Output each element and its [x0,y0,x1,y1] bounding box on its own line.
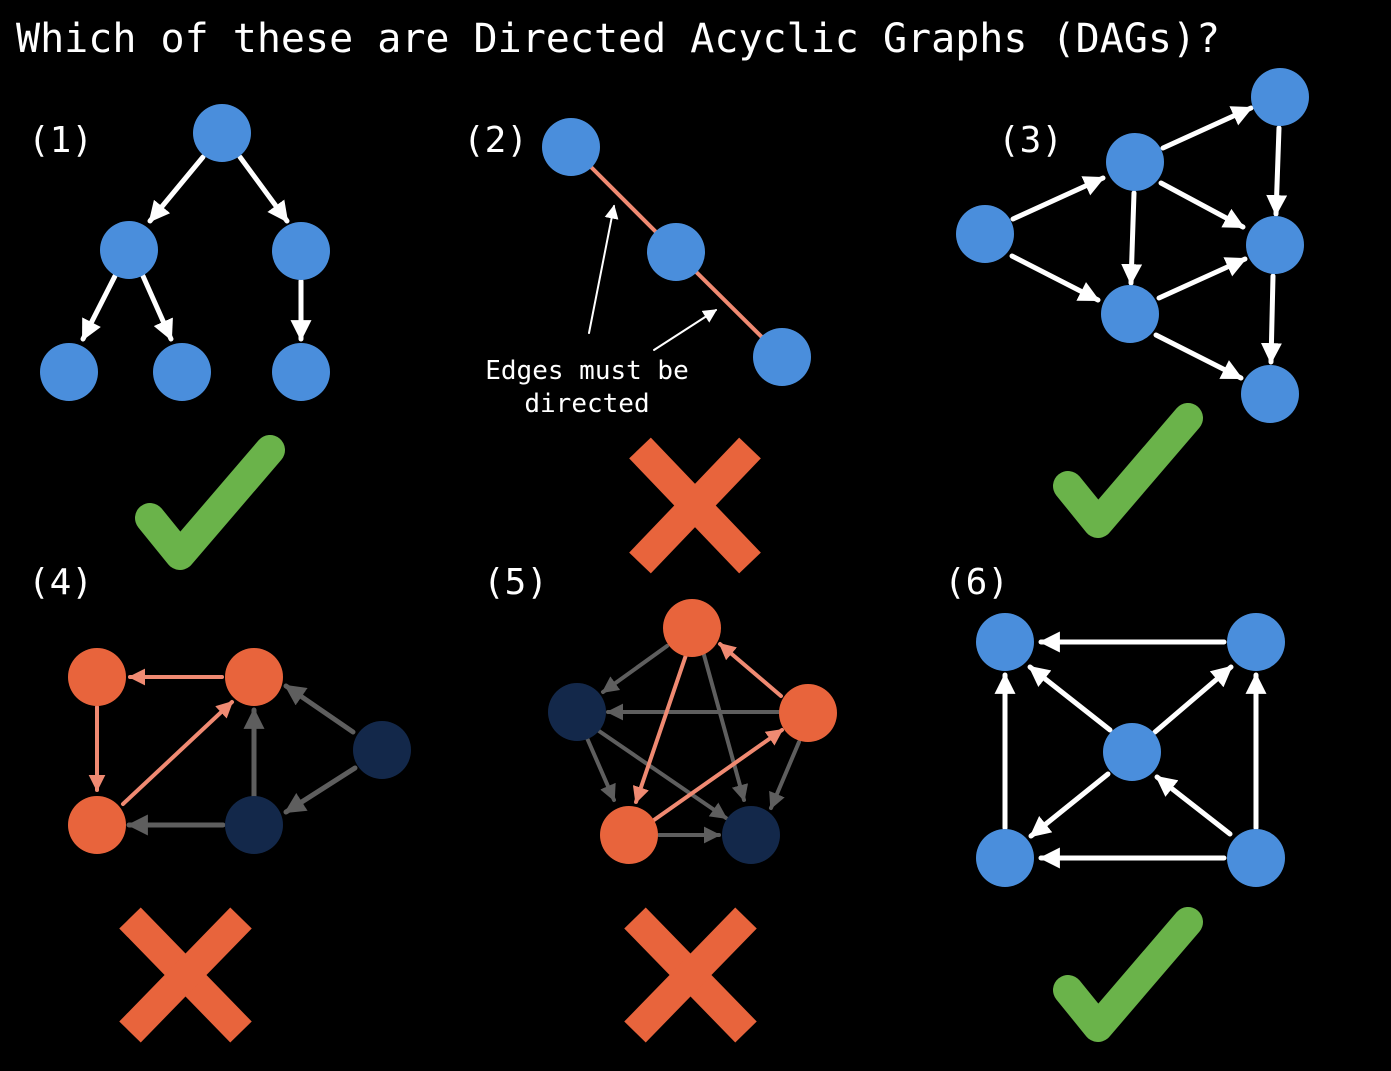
graph-label-3: (3) [998,120,1063,161]
node [1106,133,1164,191]
node [753,328,811,386]
node [548,683,606,741]
cross-mark-icon [624,907,757,1043]
edge [80,273,118,342]
node [1103,723,1161,781]
graph-label-1: (1) [28,120,93,161]
annotation-text-line1: Edges must be [485,356,689,386]
node [100,221,158,279]
node [1227,613,1285,671]
edge [1009,253,1101,303]
cycle-edge [718,642,783,698]
node [68,796,126,854]
annotation-text-line2: directed [524,389,649,419]
graph-1 [40,104,330,401]
node [722,806,780,864]
graph-2: Edges must be directed [485,118,811,419]
page-title: Which of these are Directed Acyclic Grap… [16,16,1220,62]
edge [1028,771,1111,839]
node [353,721,411,779]
node [976,613,1034,671]
graph-5 [548,599,837,864]
graph-3 [956,68,1309,423]
edge [1266,125,1288,217]
cross-mark-icon [629,437,761,574]
pointer-arrow [653,309,718,351]
edge [1027,664,1113,733]
node [272,222,330,280]
edge [1154,774,1233,837]
node [193,104,251,162]
cycle-edge [632,653,688,804]
edge [140,273,174,342]
cycle-edge [652,728,784,822]
graph-label-4: (4) [28,562,93,603]
edge [1156,256,1248,301]
check-mark-icon [135,435,285,570]
edge [702,653,749,802]
edge [597,729,728,820]
node [272,343,330,401]
node [225,796,283,854]
node [956,205,1014,263]
node [1246,216,1304,274]
cycle-edge [121,700,234,806]
edge [1152,664,1234,735]
node [542,118,600,176]
node [1227,829,1285,887]
graph-label-2: (2) [463,120,528,161]
pointer-arrow [588,204,619,334]
edge [1260,273,1282,365]
cross-mark-icon [119,907,252,1043]
node [40,343,98,401]
graph-6 [976,613,1285,887]
edge [1121,190,1143,286]
edge [585,736,616,802]
node [68,648,126,706]
edge [1158,180,1246,230]
edge [283,765,358,815]
edge [1010,175,1106,222]
edge [283,683,356,735]
node [663,599,721,657]
node [1251,68,1309,126]
edge [237,154,290,224]
node [779,684,837,742]
edge [769,740,801,810]
edge [1153,332,1244,381]
graph-label-5: (5) [483,562,548,603]
node [600,806,658,864]
node [1241,365,1299,423]
node [153,343,211,401]
edge [1160,105,1254,151]
node [976,829,1034,887]
graph-label-6: (6) [944,562,1009,603]
graph-4 [68,648,411,854]
edge [147,154,206,224]
node [647,223,705,281]
node [1101,285,1159,343]
check-mark-icon [1053,403,1203,538]
check-mark-icon [1053,907,1203,1042]
edge [601,644,669,694]
node [225,648,283,706]
